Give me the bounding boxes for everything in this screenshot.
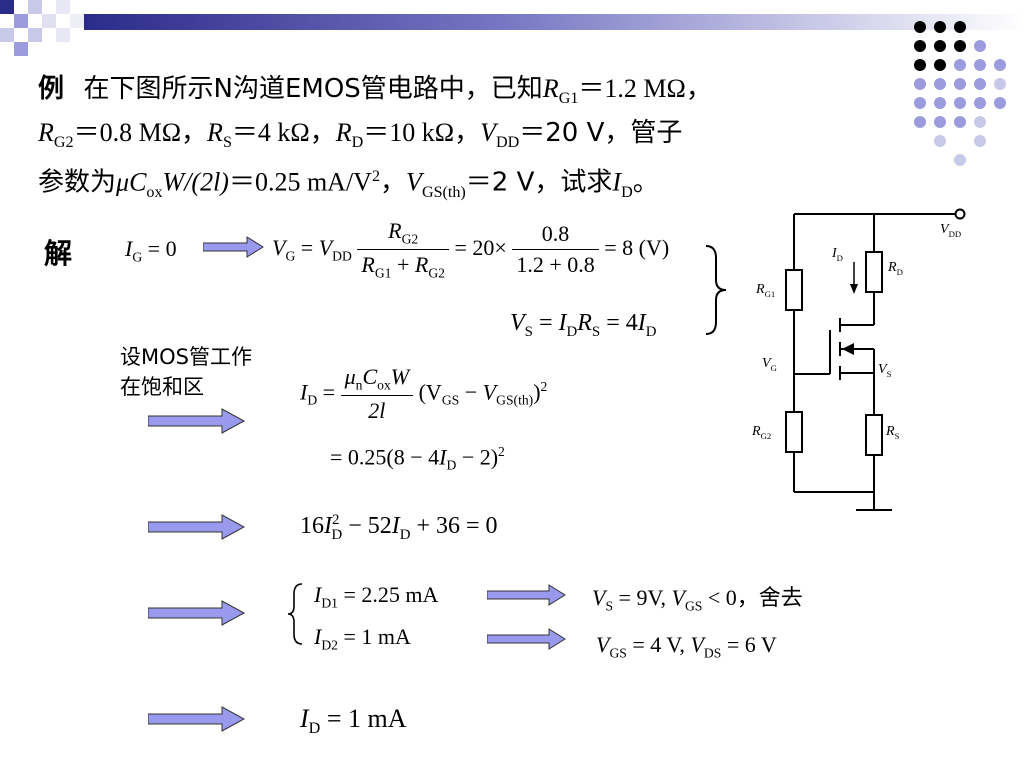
result-accepted: VGS = 4 V, VDS = 6 V bbox=[596, 632, 777, 661]
rs-label: RS bbox=[886, 424, 900, 441]
id-substituted-equation: = 0.25(8 − 4ID − 2)2 bbox=[330, 444, 505, 473]
vs-label: VS bbox=[878, 362, 892, 379]
ig-equation: IG = 0 bbox=[125, 236, 177, 265]
arrow-icon bbox=[487, 628, 566, 650]
problem-statement: 例 在下图所示N沟道EMOS管电路中，已知RG1＝1.2 MΩ， RG2＝0.8… bbox=[38, 74, 712, 202]
arrow-icon bbox=[148, 600, 246, 626]
brace-icon bbox=[287, 583, 303, 645]
rg2-label: RG2 bbox=[752, 424, 772, 441]
root-id2: ID2 = 1 mA bbox=[314, 624, 411, 653]
saturation-assumption: 设MOS管工作在饱和区 bbox=[120, 345, 252, 399]
arrow-icon bbox=[487, 584, 566, 606]
root-id1: ID1 = 2.25 mA bbox=[314, 582, 439, 611]
quadratic-equation: 16I2D − 52ID + 36 = 0 bbox=[300, 512, 498, 543]
circuit-diagram bbox=[785, 208, 966, 511]
result-rejected: VS = 9V, VGS < 0，舍去 bbox=[592, 585, 803, 614]
vdd-label: VDD bbox=[940, 222, 962, 239]
example-tag: 例 bbox=[38, 74, 65, 104]
solution-tag: 解 bbox=[44, 237, 73, 270]
final-answer: ID = 1 mA bbox=[300, 704, 407, 738]
vg-label: VG bbox=[762, 356, 777, 373]
brace-icon bbox=[705, 245, 727, 335]
vs-equation: VS = IDRS = 4ID bbox=[510, 310, 657, 340]
arrow-icon bbox=[203, 236, 264, 258]
rd-label: RD bbox=[888, 260, 903, 277]
arrow-icon bbox=[148, 408, 246, 434]
dot-grid-decoration bbox=[914, 21, 1006, 166]
arrow-icon bbox=[148, 706, 246, 732]
id-label: ID bbox=[832, 246, 843, 263]
arrow-icon bbox=[148, 514, 246, 540]
rg1-label: RG1 bbox=[756, 282, 776, 299]
